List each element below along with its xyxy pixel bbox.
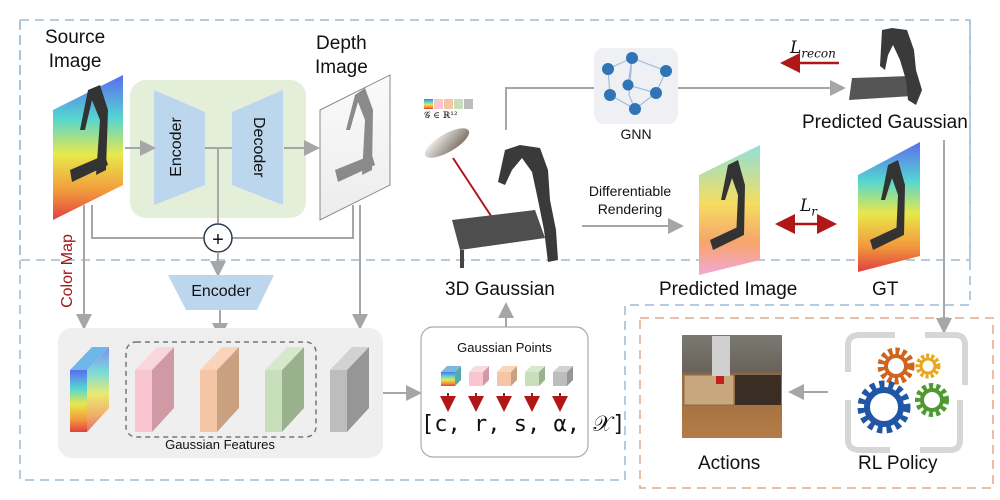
point-cube-peach [497,366,517,386]
gaussian-swatch-pink [434,99,443,109]
differentiable-rendering-line1: Differentiable [588,183,672,199]
line-depth-to-plus [232,205,354,239]
predicted-image-label: Predicted Image [659,279,798,300]
gaussian-swatch-colormap [424,99,433,109]
encoder-main-shape [154,90,205,205]
line-3dgaussian-to-gnn [505,87,594,130]
source-image-label: Source Image [45,26,105,74]
encoder-small-shape [168,275,274,310]
actions-tray-left [683,374,735,406]
depth-image-robot [335,88,375,182]
point-cube-colormap [441,366,461,386]
three-d-gaussian-label: 3D Gaussian [445,279,555,300]
encoder-main-label: Encoder [168,117,185,177]
point-cube-green [525,366,545,386]
gaussian-features-group [125,341,317,438]
main-pipeline-frame [19,19,971,261]
actions-label: Actions [698,453,761,474]
predicted-gaussian-label: Predicted Gaussian [802,112,968,133]
predicted-gaussian-table [849,76,912,100]
l-recon-label: Lrecon [790,38,836,60]
depth-image-label-line1: Depth [316,33,367,54]
gaussian-swatch-peach [444,99,453,109]
gear-orange-icon [877,347,915,385]
gaussian-ellipsoid [424,128,470,158]
depth-image-label-line2: Image [315,57,368,78]
gaussian-points-label: Gaussian Points [457,340,552,355]
gnn-label: GNN [620,126,652,142]
actions-robot-gripper [712,336,730,376]
gaussian-swatch-gray [464,99,473,109]
depth-image-label: Depth Image [315,32,368,80]
feature-block-gray [330,347,369,432]
l-r-symbol: L [800,196,812,216]
gear-yellow-icon [915,353,941,379]
ellipsoid-pointer [452,157,498,226]
sum-node-label: + [212,229,224,251]
gt-label: GT [872,279,899,300]
point-red-arrows [440,393,568,412]
encoder-small-label: Encoder [191,283,251,300]
gaussian-swatch-green [454,99,463,109]
source-image-robot [70,85,108,182]
right-pipeline-frame-bottom [624,20,971,480]
point-cube-gray [553,366,573,386]
l-recon-symbol: L [790,38,802,58]
feature-block-pink [135,347,174,432]
source-image-label-line2: Image [48,51,102,72]
gt-image-robot [870,160,905,250]
feature-block-colormap [70,347,109,432]
actions-robot-tip [716,376,724,384]
rl-frame [639,317,994,489]
gaussian-points-panel [420,326,589,458]
gt-image [858,142,920,272]
differentiable-rendering-label: Differentiable Rendering [575,182,685,218]
predicted-image-robot [710,160,745,250]
gaussian-features-label: Gaussian Features [165,437,275,452]
gnn-nodes [602,52,672,115]
actions-tray-right [735,375,781,405]
color-map-label: Color Map [59,234,76,308]
line-source-to-plus [91,205,204,239]
feature-block-peach [200,347,239,432]
differentiable-rendering-line2: Rendering [597,201,663,217]
decoder-main-shape [232,90,283,205]
left-pipeline-frame [19,20,625,481]
l-recon-subscript: recon [801,46,836,61]
scene-table [452,210,545,250]
point-cube-pink [469,366,489,386]
predicted-gaussian-arm [880,28,922,105]
gear-blue-icon [857,380,911,434]
source-image-label-line1: Source [45,27,106,48]
feature-block-green [265,347,304,432]
gear-green-icon [915,383,949,417]
scene-robot-arm [498,145,558,262]
gaussian-vector-label: [c, r, s, α, 𝒳] [421,412,626,437]
gaussian-space-label: 𝒢 ∈ ℝ¹² [424,111,458,121]
l-r-subscript: r [811,204,818,219]
rl-policy-label: RL Policy [858,453,938,474]
decoder-main-label: Decoder [250,117,267,178]
rl-cycle-loop [845,332,968,453]
l-r-label: Lr [800,196,817,218]
